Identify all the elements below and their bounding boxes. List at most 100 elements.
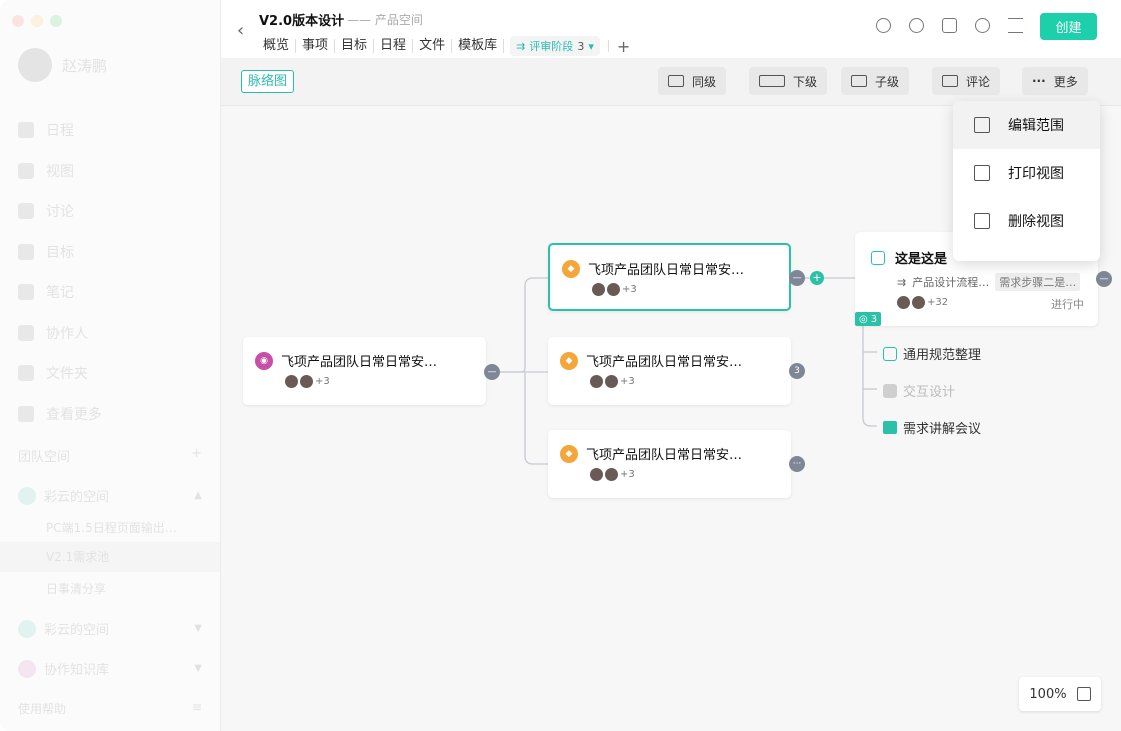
menu-item-print-view[interactable]: 打印视图: [953, 149, 1100, 197]
fit-screen-icon[interactable]: [1076, 687, 1091, 701]
collapse-button[interactable]: —: [484, 364, 500, 380]
space-subitem[interactable]: 日事清分享: [46, 582, 107, 596]
sidebar-item-collaborators[interactable]: 协作人: [18, 313, 208, 354]
sidebar-item-target[interactable]: 目标: [18, 232, 208, 273]
help-link[interactable]: 使用帮助≡: [18, 700, 202, 716]
tab-items[interactable]: 事项: [296, 39, 336, 53]
search-icon[interactable]: [876, 18, 891, 33]
sidebar-item-notes[interactable]: 笔记: [18, 272, 208, 313]
task-checkbox[interactable]: [883, 346, 897, 361]
team-space-header: 团队空间 +: [18, 446, 202, 465]
subtask-count-badge[interactable]: ◎3: [855, 312, 882, 326]
checked-checkbox[interactable]: [883, 383, 897, 398]
menu-item-edit-scope[interactable]: 编辑范围: [953, 101, 1100, 149]
tab-divider: [607, 40, 609, 52]
subtask-item[interactable]: 通用规范整理: [883, 344, 981, 363]
layers-icon: ◆: [560, 444, 578, 463]
sidebar-item-more[interactable]: 查看更多: [18, 394, 208, 435]
child-node[interactable]: ◆飞项产品团队日常日常安… +3: [548, 430, 791, 498]
trash-icon: [974, 213, 990, 229]
tab-calendar[interactable]: 日程: [374, 39, 414, 53]
expand-count-badge[interactable]: 3: [789, 363, 805, 379]
space-icon: [18, 486, 36, 505]
sidebar-item-view[interactable]: 视图: [18, 151, 208, 192]
note-icon: [18, 284, 34, 301]
flow-icon: ⇉: [897, 275, 907, 289]
tab-bar: 概览 事项 目标 日程 文件 模板库 ⇉ 评审阶段 3 ▾ +: [257, 36, 630, 56]
header: ‹ V2.0版本设计 —— 产品空间 概览 事项 目标 日程 文件 模板库 ⇉ …: [221, 0, 1121, 58]
knowledge-icon: [18, 659, 36, 678]
child-node[interactable]: ◆飞项产品团队日常日常安… +3: [548, 337, 791, 405]
more-button[interactable]: ···更多: [1022, 67, 1088, 95]
collapse-button[interactable]: —: [1096, 271, 1112, 287]
more-dropdown-menu: 编辑范围 打印视图 删除视图: [953, 101, 1100, 261]
print-icon: [974, 165, 990, 181]
comment-icon: [942, 75, 958, 87]
target-icon: [18, 243, 34, 260]
more-dots-icon: ···: [1032, 74, 1046, 88]
record-icon: ◉: [255, 351, 273, 370]
refresh-icon[interactable]: [909, 18, 924, 33]
space-item[interactable]: 协作知识库▼: [18, 659, 202, 678]
view-type-tag[interactable]: 脉络图: [241, 70, 295, 93]
space-item[interactable]: 彩云的空间▼: [18, 619, 202, 638]
add-child-button[interactable]: 子级: [841, 67, 910, 95]
subtask-item[interactable]: 需求讲解会议: [883, 418, 981, 437]
sidebar: 赵涛鹏 日程 视图 讨论 目标 笔记 协作人 文件夹 查看更多 团队空间 + 彩…: [0, 0, 221, 731]
space-subitem-active[interactable]: V2.1需求池: [0, 542, 220, 572]
connector-lines: [486, 277, 877, 465]
create-button[interactable]: 创建: [1040, 13, 1097, 40]
add-team-space-button[interactable]: +: [191, 446, 202, 461]
caret-down-icon[interactable]: ▼: [194, 663, 202, 674]
status-badge: 进行中: [1051, 298, 1084, 311]
add-child-plus-button[interactable]: +: [810, 271, 824, 285]
page-subtitle: —— 产品空间: [347, 13, 423, 27]
zoom-control[interactable]: 100%: [1019, 677, 1101, 711]
caret-up-icon[interactable]: ▲: [194, 490, 202, 501]
task-checkbox[interactable]: [871, 250, 885, 265]
space-item[interactable]: 彩云的空间▲: [18, 486, 202, 505]
edit-icon: [974, 117, 990, 133]
space-subitem[interactable]: PC端1.5日程页面输出…: [46, 521, 177, 535]
menu-icon[interactable]: [1008, 18, 1023, 33]
assignee-avatars: +3: [590, 468, 635, 481]
assignee-avatars: +3: [590, 375, 635, 388]
comment-button[interactable]: 评论: [932, 67, 1001, 95]
window-controls: [12, 15, 62, 27]
member-icon[interactable]: [975, 18, 990, 33]
sidebar-item-folder[interactable]: 文件夹: [18, 353, 208, 394]
menu-item-delete-view[interactable]: 删除视图: [953, 197, 1100, 245]
step-tag: 需求步骤二是…: [995, 273, 1081, 291]
child-node-selected[interactable]: ◆飞项产品团队日常日常安… +3: [548, 243, 791, 311]
tab-files[interactable]: 文件: [413, 39, 453, 53]
layers-icon: ◆: [562, 259, 580, 278]
add-tab-button[interactable]: +: [616, 36, 631, 56]
assignee-avatars: +32: [897, 296, 948, 309]
subtask-item-done[interactable]: 交互设计: [883, 381, 955, 400]
sidebar-item-calendar[interactable]: 日程: [18, 110, 208, 151]
tab-overview[interactable]: 概览: [257, 39, 297, 53]
caret-down-icon[interactable]: ▼: [194, 623, 202, 634]
tab-target[interactable]: 目标: [335, 39, 375, 53]
tab-review-stage[interactable]: ⇉ 评审阶段 3 ▾: [510, 36, 600, 56]
close-window-button[interactable]: [12, 15, 24, 27]
folder-icon: [18, 365, 34, 382]
sibling-icon: [668, 75, 684, 87]
add-next-button[interactable]: 下级: [749, 67, 828, 95]
collapse-button[interactable]: —: [789, 270, 805, 286]
chart-icon: [18, 162, 34, 179]
space-icon: [18, 619, 36, 638]
minimize-window-button[interactable]: [31, 15, 43, 27]
tab-templates[interactable]: 模板库: [452, 39, 505, 53]
maximize-window-button[interactable]: [50, 15, 62, 27]
add-sibling-button[interactable]: 同级: [658, 67, 727, 95]
user-profile[interactable]: 赵涛鹏: [18, 48, 107, 82]
message-icon[interactable]: [942, 18, 957, 33]
zoom-level: 100%: [1029, 686, 1067, 702]
view-toolbar: 脉络图 同级 下级 子级 评论 ···更多: [221, 58, 1121, 106]
sidebar-item-discussion[interactable]: 讨论: [18, 191, 208, 232]
menu-icon[interactable]: ≡: [191, 700, 202, 714]
back-icon[interactable]: ‹: [237, 20, 245, 41]
root-node[interactable]: ◉飞项产品团队日常日常安… +3: [243, 337, 486, 405]
node-more-button[interactable]: ···: [789, 456, 805, 472]
